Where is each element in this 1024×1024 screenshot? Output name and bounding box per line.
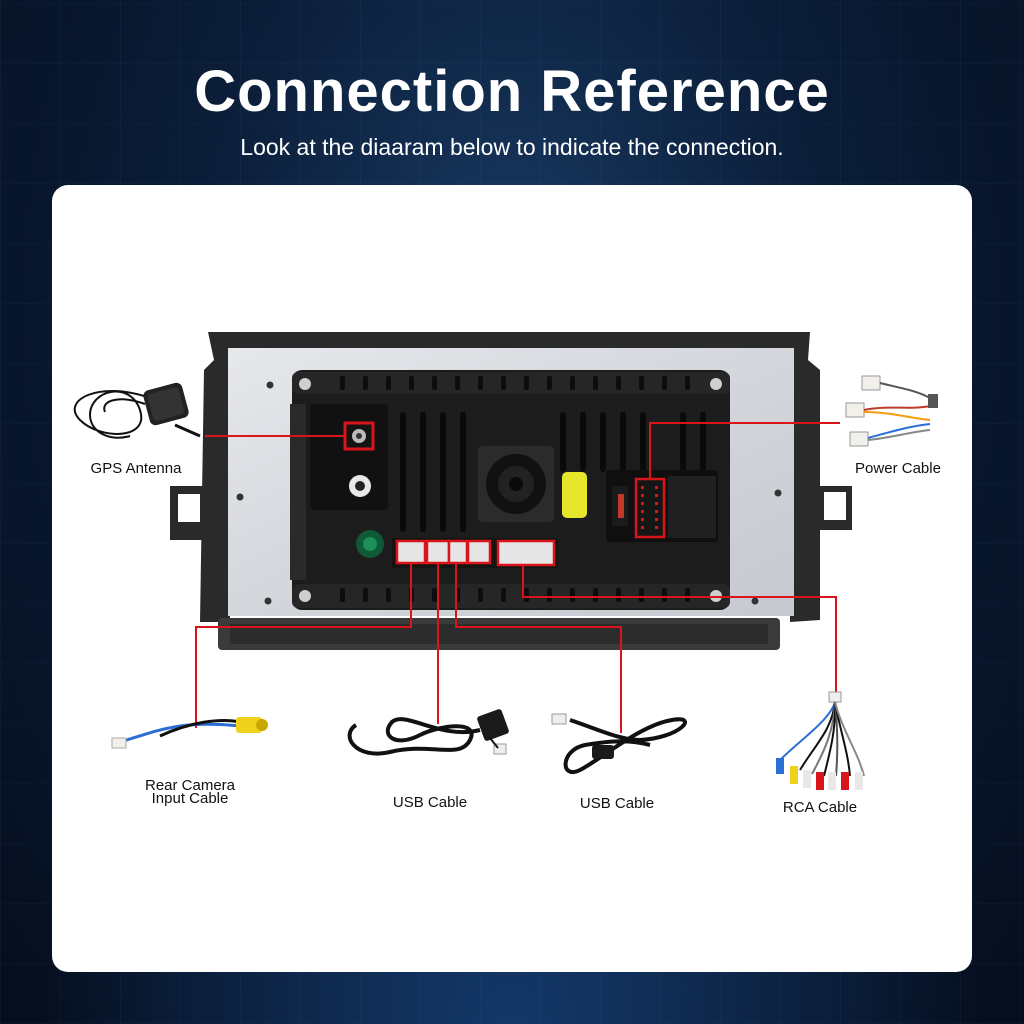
page-subtitle: Look at the diaaram below to indicate th… (240, 134, 784, 160)
page-title: Connection Reference (194, 59, 830, 124)
usb-cable-2-image (551, 713, 687, 774)
gps-antenna-label: GPS Antenna (90, 460, 182, 477)
usb-cable-label-1: USB Cable (392, 794, 468, 811)
gps-antenna-image (73, 382, 201, 439)
rear-camera-label-line-1: Rear Camera (144, 777, 236, 794)
rca-cable-label: RCA Cable (782, 799, 858, 816)
power-cable-label: Power Cable (855, 460, 941, 477)
usb-cable-1-image (347, 709, 509, 756)
gps-port (343, 421, 375, 451)
callout-lines (195, 422, 840, 733)
rear-camera-label-line-2: Input Cable (151, 790, 229, 807)
power-port (634, 477, 666, 539)
rca-cable-image (776, 691, 865, 790)
usb-cable-label-2: USB Cable (579, 795, 655, 812)
rear-camera-cable-image (111, 717, 268, 749)
bottom-connectors (395, 539, 556, 567)
power-cable-image (845, 375, 938, 447)
